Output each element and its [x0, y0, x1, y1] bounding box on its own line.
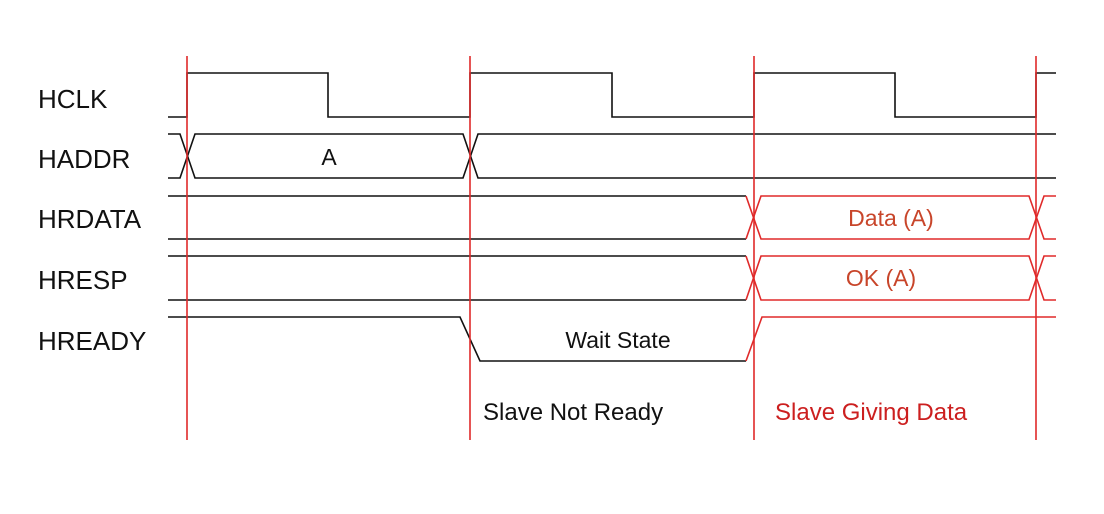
hresp-label: HRESP	[38, 265, 128, 295]
haddr-label: HADDR	[38, 144, 130, 174]
phase-slave-not-ready: Slave Not Ready	[483, 399, 663, 426]
hresp-value-ok-a: OK (A)	[846, 265, 916, 291]
hready-label: HREADY	[38, 326, 146, 356]
hclk-label: HCLK	[38, 84, 108, 114]
hrdata-waveform	[168, 195, 1056, 240]
hrdata-label: HRDATA	[38, 204, 142, 234]
phase-slave-giving-data: Slave Giving Data	[775, 399, 968, 426]
hready-wait-state-label: Wait State	[565, 327, 670, 353]
clock-edge-markers	[186, 56, 1037, 440]
haddr-waveform	[168, 133, 1056, 179]
haddr-value-a: A	[321, 144, 337, 170]
hclk-waveform	[168, 72, 1056, 118]
hrdata-value-data-a: Data (A)	[848, 205, 934, 231]
hresp-waveform	[168, 255, 1056, 301]
